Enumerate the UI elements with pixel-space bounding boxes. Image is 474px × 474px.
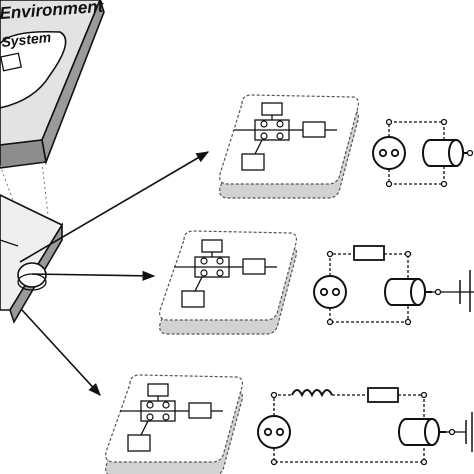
source-symbol <box>313 275 347 309</box>
motor-cylinder <box>398 418 447 446</box>
model-card-detailed <box>105 374 243 474</box>
system-label: System <box>1 29 52 50</box>
projection-lines <box>0 161 49 226</box>
model-card-simplified <box>219 94 359 199</box>
environment-box: Environment System <box>0 0 105 169</box>
arrows <box>19 151 210 396</box>
base-plate <box>0 194 64 324</box>
resistor <box>367 387 399 403</box>
inductor <box>291 389 333 398</box>
arrow-to-intermediate-model <box>31 270 156 281</box>
motor-cylinder <box>384 278 433 306</box>
circuit-detailed <box>257 387 473 466</box>
arrow-to-detailed-model <box>21 309 101 396</box>
resistor <box>353 245 385 261</box>
model-card-intermediate <box>159 230 297 335</box>
motor-cylinder <box>422 139 471 167</box>
arrow-to-simplified-model <box>19 151 210 263</box>
source-symbol <box>257 415 291 449</box>
circuit-intermediate <box>313 245 474 326</box>
circuit-simplified <box>372 118 474 188</box>
environment-label: Environment <box>0 0 105 23</box>
source-symbol <box>372 136 406 170</box>
